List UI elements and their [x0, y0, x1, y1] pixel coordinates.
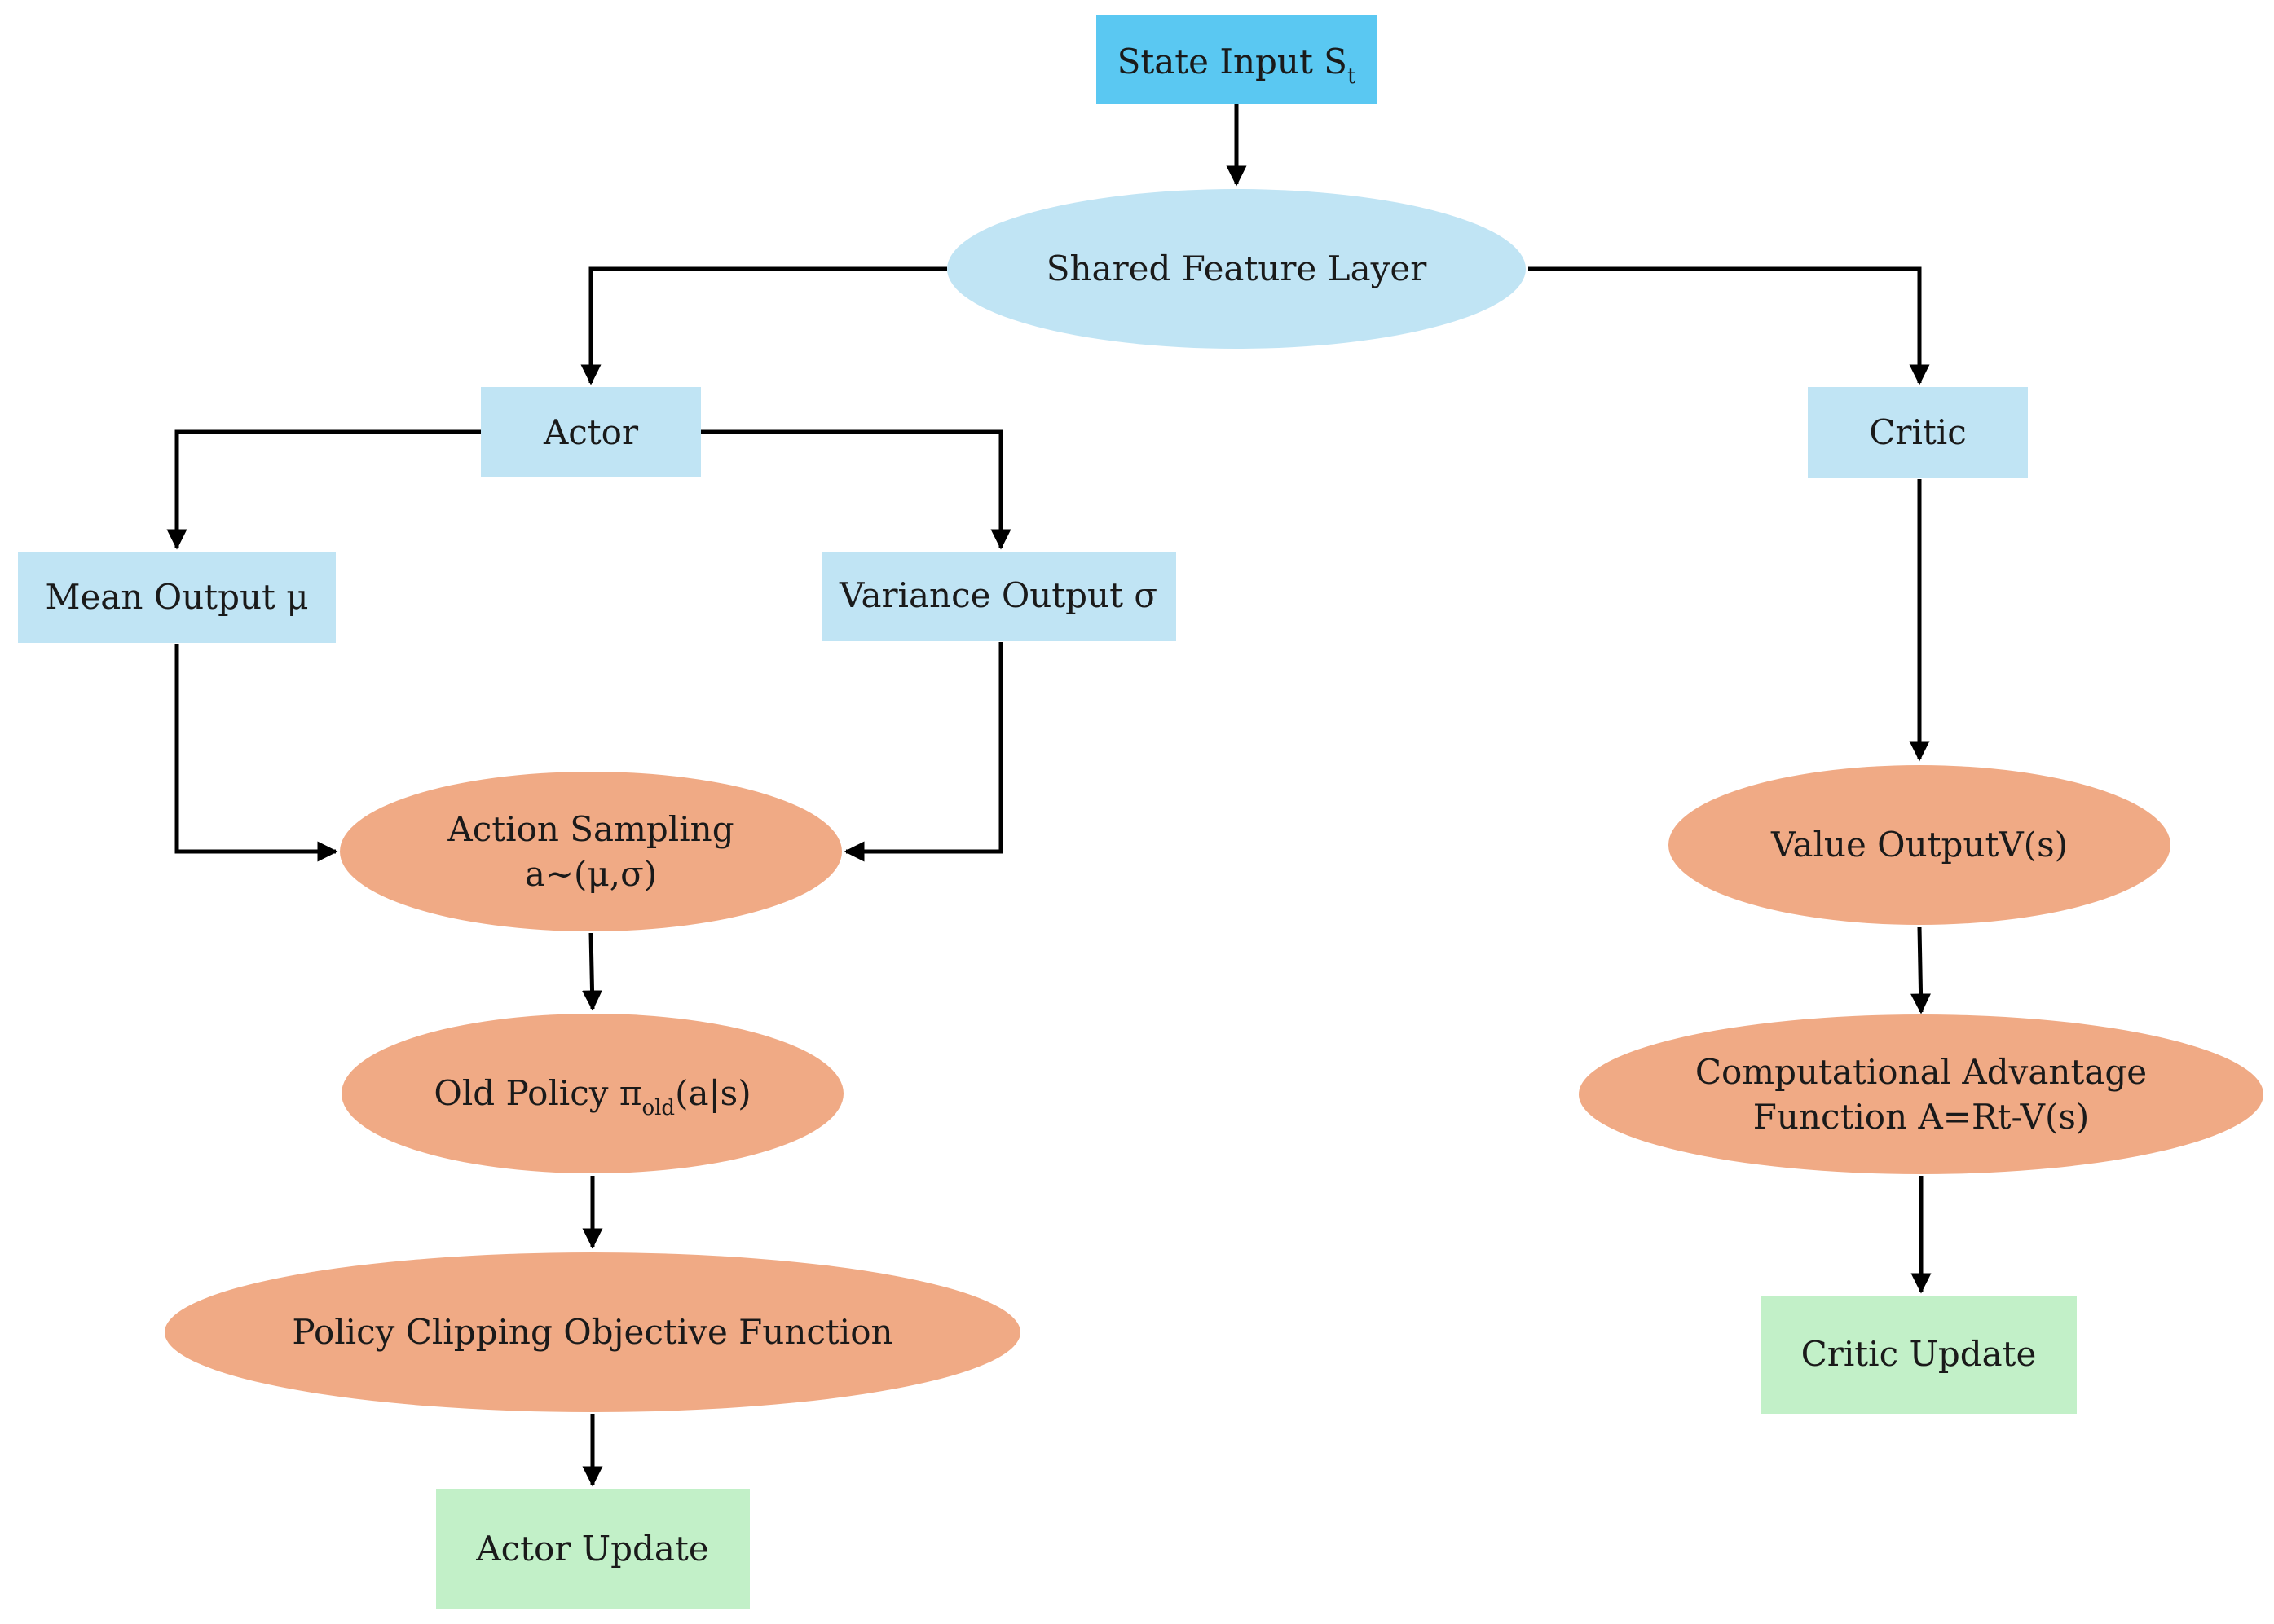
edge-action-to-oldpolicy — [582, 932, 603, 1011]
state-input-box — [1096, 15, 1377, 104]
node-action-sampling: Action Sampling a~(μ,σ) — [340, 772, 842, 931]
variance-output-box — [822, 552, 1176, 641]
action-sampling-ellipse — [340, 772, 842, 931]
node-actor: Actor — [481, 387, 701, 477]
critic-label: Critic — [1869, 412, 1966, 452]
variance-output-label: Variance Output σ — [839, 575, 1157, 615]
action-sampling-label-2: a~(μ,σ) — [525, 854, 657, 894]
actor-update-label: Actor Update — [475, 1529, 708, 1569]
node-shared-feature-layer: Shared Feature Layer — [947, 189, 1526, 349]
shared-feature-ellipse — [947, 189, 1526, 349]
actor-label: Actor — [543, 412, 639, 452]
edge-mean-to-action — [174, 644, 338, 862]
mean-output-box — [18, 552, 336, 643]
critic-update-box — [1761, 1296, 2077, 1414]
value-output-label: Value OutputV(s) — [1770, 825, 2068, 865]
advantage-label-2: Function A=Rt-V(s) — [1753, 1097, 2090, 1137]
advantage-ellipse — [1579, 1014, 2263, 1174]
actor-box — [481, 387, 701, 477]
edge-actor-to-mean — [166, 429, 481, 550]
mean-output-label: Mean Output μ — [45, 577, 308, 617]
node-mean-output: Mean Output μ — [18, 552, 336, 643]
node-value-output: Value OutputV(s) — [1668, 765, 2170, 925]
old-policy-ellipse — [342, 1014, 844, 1173]
critic-update-label: Critic Update — [1801, 1334, 2037, 1374]
node-old-policy: Old Policy πold(a|s) — [342, 1014, 844, 1173]
edge-value-to-advantage — [1910, 926, 1932, 1014]
value-output-ellipse — [1668, 765, 2170, 925]
edge-actor-to-variance — [701, 429, 1011, 550]
node-policy-clipping: Policy Clipping Objective Function — [165, 1252, 1020, 1412]
old-policy-label: Old Policy πold(a|s) — [434, 1073, 751, 1120]
edge-shared-to-critic — [1528, 266, 1930, 385]
advantage-label-1: Computational Advantage — [1695, 1052, 2147, 1092]
actor-update-box — [436, 1489, 750, 1609]
policy-clipping-label: Policy Clipping Objective Function — [292, 1312, 892, 1352]
node-variance-output: Variance Output σ — [822, 552, 1176, 641]
critic-box — [1808, 387, 2028, 478]
node-advantage-function: Computational Advantage Function A=Rt-V(… — [1579, 1014, 2263, 1174]
edge-shared-to-actor — [580, 266, 947, 385]
node-critic-update: Critic Update — [1761, 1296, 2077, 1414]
shared-feature-label: Shared Feature Layer — [1047, 249, 1427, 288]
node-actor-update: Actor Update — [436, 1489, 750, 1609]
node-state-input: State Input St — [1096, 15, 1377, 104]
node-critic: Critic — [1808, 387, 2028, 478]
action-sampling-label-1: Action Sampling — [447, 809, 734, 849]
edges — [166, 104, 1932, 1487]
policy-clipping-ellipse — [165, 1252, 1020, 1412]
edge-variance-to-action — [844, 642, 1003, 862]
state-input-label: State Input St — [1117, 42, 1356, 89]
